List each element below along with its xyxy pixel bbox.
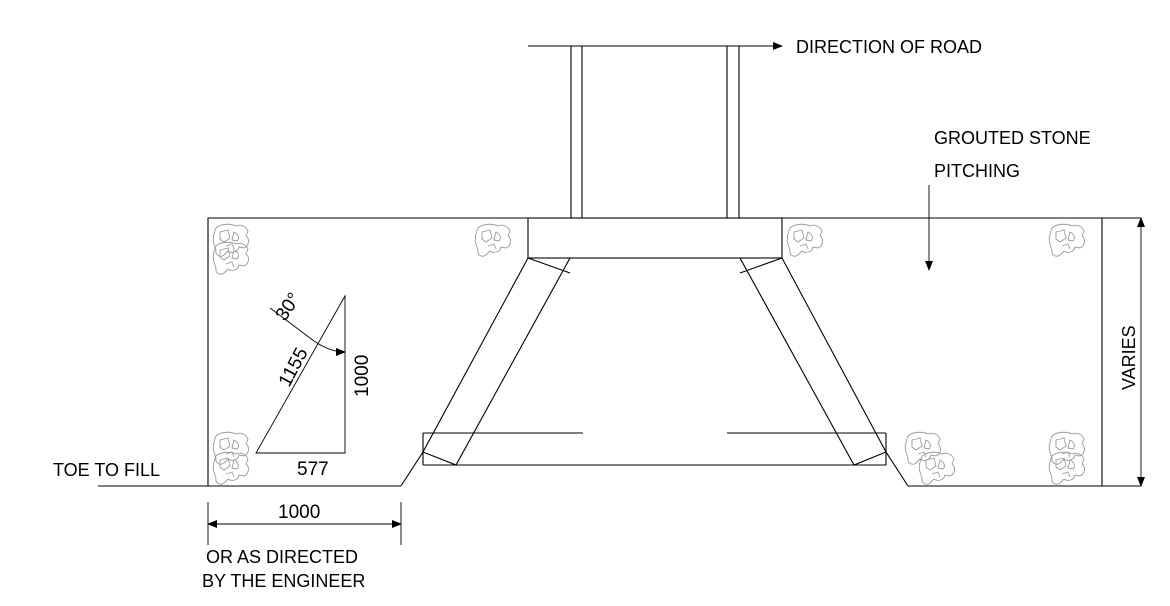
- toe-to-fill-label: TOE TO FILL: [53, 460, 160, 480]
- direction-of-road-label: DIRECTION OF ROAD: [796, 37, 982, 57]
- left-wing-wall: [422, 257, 571, 466]
- headwall-cap: [527, 217, 783, 259]
- by-the-engineer-label: BY THE ENGINEER: [202, 571, 365, 591]
- slope-vertical-label: 1000: [352, 355, 373, 397]
- slope-horizontal-label: 577: [297, 459, 329, 480]
- toe-width-dimension: [207, 502, 402, 545]
- or-as-directed-label: OR AS DIRECTED: [206, 547, 358, 567]
- slope-triangle: [255, 294, 346, 454]
- grouted-stone-label: GROUTED STONE: [934, 128, 1091, 148]
- toe-width-label: 1000: [278, 502, 320, 523]
- slope-hypotenuse-label: 1155: [275, 344, 313, 390]
- slope-angle-label: 30°: [272, 289, 305, 325]
- pitching-label: PITCHING: [934, 161, 1020, 181]
- right-wing-wall: [739, 257, 887, 466]
- pipe-barrel: [570, 46, 740, 218]
- varies-label: VARIES: [1119, 325, 1139, 390]
- stone-pattern: [212, 223, 1085, 485]
- apron: [422, 432, 887, 466]
